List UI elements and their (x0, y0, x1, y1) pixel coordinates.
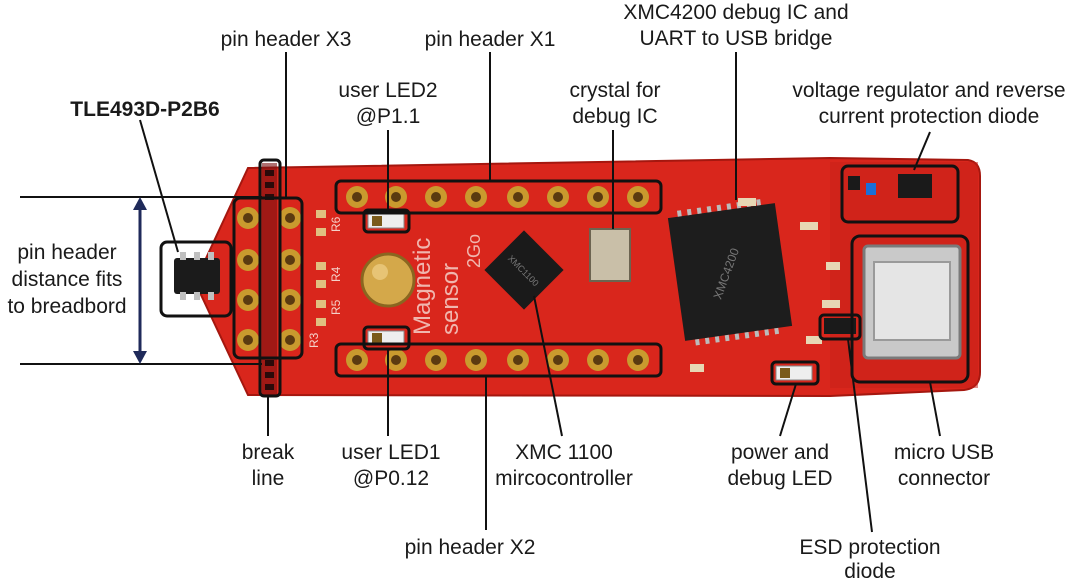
misc-smd (690, 198, 840, 372)
resistor-pads (316, 210, 326, 326)
label-debug-ic-line1: XMC4200 debug IC and (623, 1, 849, 24)
label-regulator-line2: current protection diode (818, 105, 1040, 128)
label-xmc1100-line1: XMC 1100 (515, 441, 613, 464)
pin-header-x2-pads (346, 349, 649, 371)
label-user-led1-line1: user LED1 (341, 441, 441, 464)
label-debug-ic-line2: UART to USB bridge (639, 27, 833, 50)
label-power-led-line1: power and (730, 441, 830, 464)
silk-r6: R6 (329, 216, 343, 232)
silk-r5: R5 (329, 299, 343, 315)
label-pin-header-x3: pin header X3 (220, 28, 352, 51)
label-crystal-line1: crystal for (569, 79, 661, 102)
esd-diode (824, 318, 856, 334)
break-line-strip (262, 163, 277, 395)
dimension-arrow (133, 197, 147, 364)
label-crystal-line2: debug IC (572, 105, 658, 128)
label-break-line2: line (251, 467, 285, 490)
silk-sensor: sensor (437, 263, 464, 335)
label-user-led2-line1: user LED2 (338, 79, 438, 102)
label-esd-line1: ESD protection (799, 536, 941, 559)
mounting-hole (360, 252, 416, 308)
label-break-line1: break (241, 441, 295, 464)
crystal (589, 228, 631, 282)
label-user-led2-line2: @P1.1 (355, 105, 421, 128)
pin-header-x1-pads (346, 186, 649, 208)
label-usb-line2: connector (897, 467, 991, 490)
label-esd-line2: diode (844, 560, 896, 583)
silk-r3: R3 (307, 332, 321, 348)
highlight-boxes (159, 158, 970, 398)
label-distance-line3: to breadbord (7, 295, 127, 318)
label-xmc1100-line2: mircocontroller (495, 467, 633, 490)
leader-lines (139, 52, 941, 533)
label-power-led-line2: debug LED (727, 467, 833, 490)
silk-r4: R4 (329, 266, 343, 282)
label-pin-header-x1: pin header X1 (424, 28, 556, 51)
silk-magnetic: Magnetic (409, 238, 436, 335)
left-pad-grid (237, 207, 301, 351)
label-user-led1-line2: @P0.12 (352, 467, 430, 490)
xmc4200-chip: XMC4200 (667, 199, 793, 346)
regulator-diode-blue (866, 183, 876, 195)
voltage-regulator (898, 174, 932, 198)
label-distance-line1: pin header (17, 241, 117, 264)
silk-2go: 2Go (464, 234, 484, 268)
sensor-leads (180, 252, 214, 300)
label-usb-line1: micro USB (893, 441, 995, 464)
label-distance-line2: distance fits (11, 268, 123, 291)
label-sensor-name: TLE493D-P2B6 (70, 98, 220, 121)
dimension-lines (20, 196, 262, 365)
label-regulator-line1: voltage regulator and reverse (792, 79, 1066, 102)
sensor-chip (174, 258, 220, 294)
label-pin-header-x2: pin header X2 (404, 536, 536, 559)
